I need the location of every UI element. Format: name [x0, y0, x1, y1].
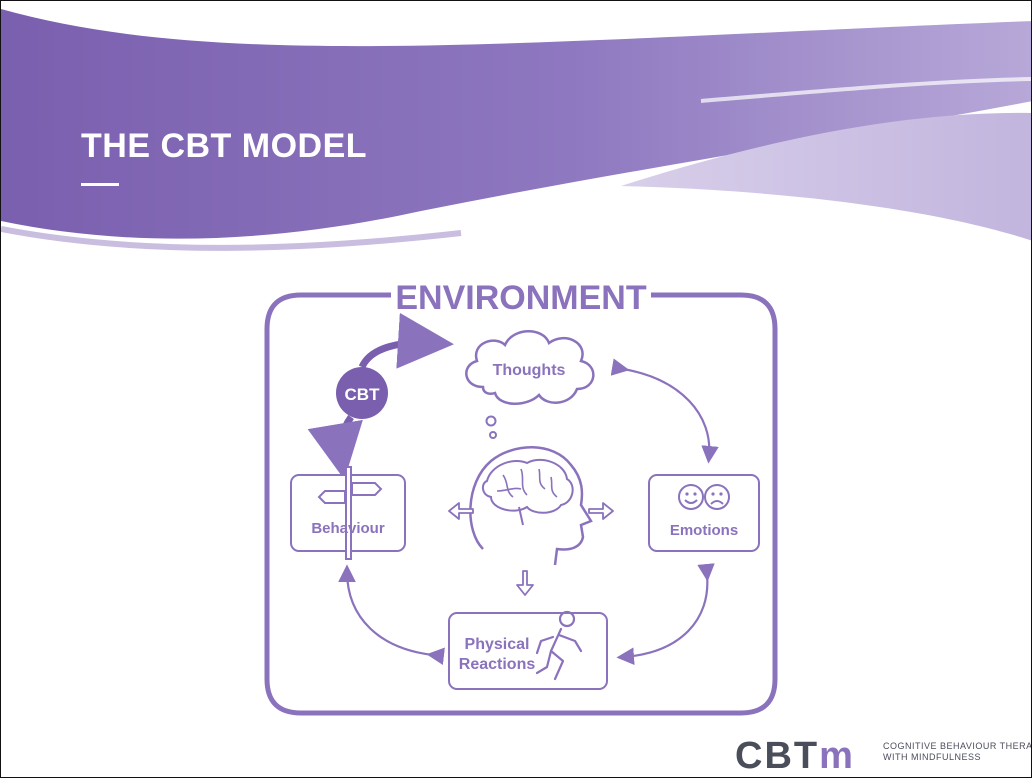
physical-label-line2: Reactions [459, 656, 536, 673]
logo-mark-text: CBT [735, 735, 820, 777]
arrow-right-icon [588, 502, 614, 520]
running-person-icon [535, 610, 583, 681]
behaviour-node: Behaviour [290, 466, 406, 560]
cbt-to-behaviour-arrow [307, 414, 363, 480]
emotions-node: Emotions [648, 474, 760, 552]
arrow-down-icon [516, 570, 534, 596]
logo-wordmark: CBTm [735, 735, 855, 777]
cycle-arrows [338, 358, 719, 666]
logo-tagline-line2: WITH MINDFULNESS [883, 752, 981, 762]
emotions-label: Emotions [670, 522, 738, 539]
physical-label-line1: Physical [465, 636, 530, 653]
thoughts-label: Thoughts [493, 362, 566, 379]
header-banner [1, 9, 1031, 251]
cbt-badge [336, 367, 388, 419]
slide-title: THE CBT MODEL [81, 127, 368, 165]
cbt-intervention: CBT [307, 312, 454, 480]
physical-behaviour-arrow [338, 564, 445, 666]
cbt-to-thoughts-arrow [358, 312, 454, 369]
physical-reactions-box [448, 612, 608, 690]
physical-reactions-node: Physical Reactions [448, 610, 608, 690]
smiley-face-icon [678, 484, 704, 510]
logo-mark-suffix: m [819, 735, 855, 777]
logo-tagline-line1: COGNITIVE BEHAVIOUR THERAPY [883, 741, 1032, 751]
thoughts-node: Thoughts [465, 330, 595, 439]
environment-frame: ENVIRONMENT [264, 279, 778, 716]
emotions-physical-arrow [616, 563, 715, 666]
cbt-label: CBT [345, 385, 381, 404]
thoughts-emotions-arrow [610, 358, 719, 464]
title-underline [81, 183, 119, 186]
signpost-icon [317, 466, 383, 560]
environment-label: ENVIRONMENT [395, 279, 646, 317]
behaviour-label: Behaviour [311, 520, 385, 537]
cbt-model-diagram: ENVIRONMENT Thoughts CBT Behaviour [264, 279, 778, 716]
centre-arrows [448, 502, 614, 596]
emotions-box [648, 474, 760, 552]
thought-cloud-icon [465, 330, 595, 405]
thought-bubble-dot-2 [489, 431, 497, 439]
brain-head-icon [469, 446, 593, 566]
arrow-left-icon [448, 502, 474, 520]
logo-tagline: COGNITIVE BEHAVIOUR THERAPY WITH MINDFUL… [883, 741, 1032, 763]
sad-face-icon [704, 484, 730, 510]
thought-bubble-dot-1 [485, 415, 497, 427]
